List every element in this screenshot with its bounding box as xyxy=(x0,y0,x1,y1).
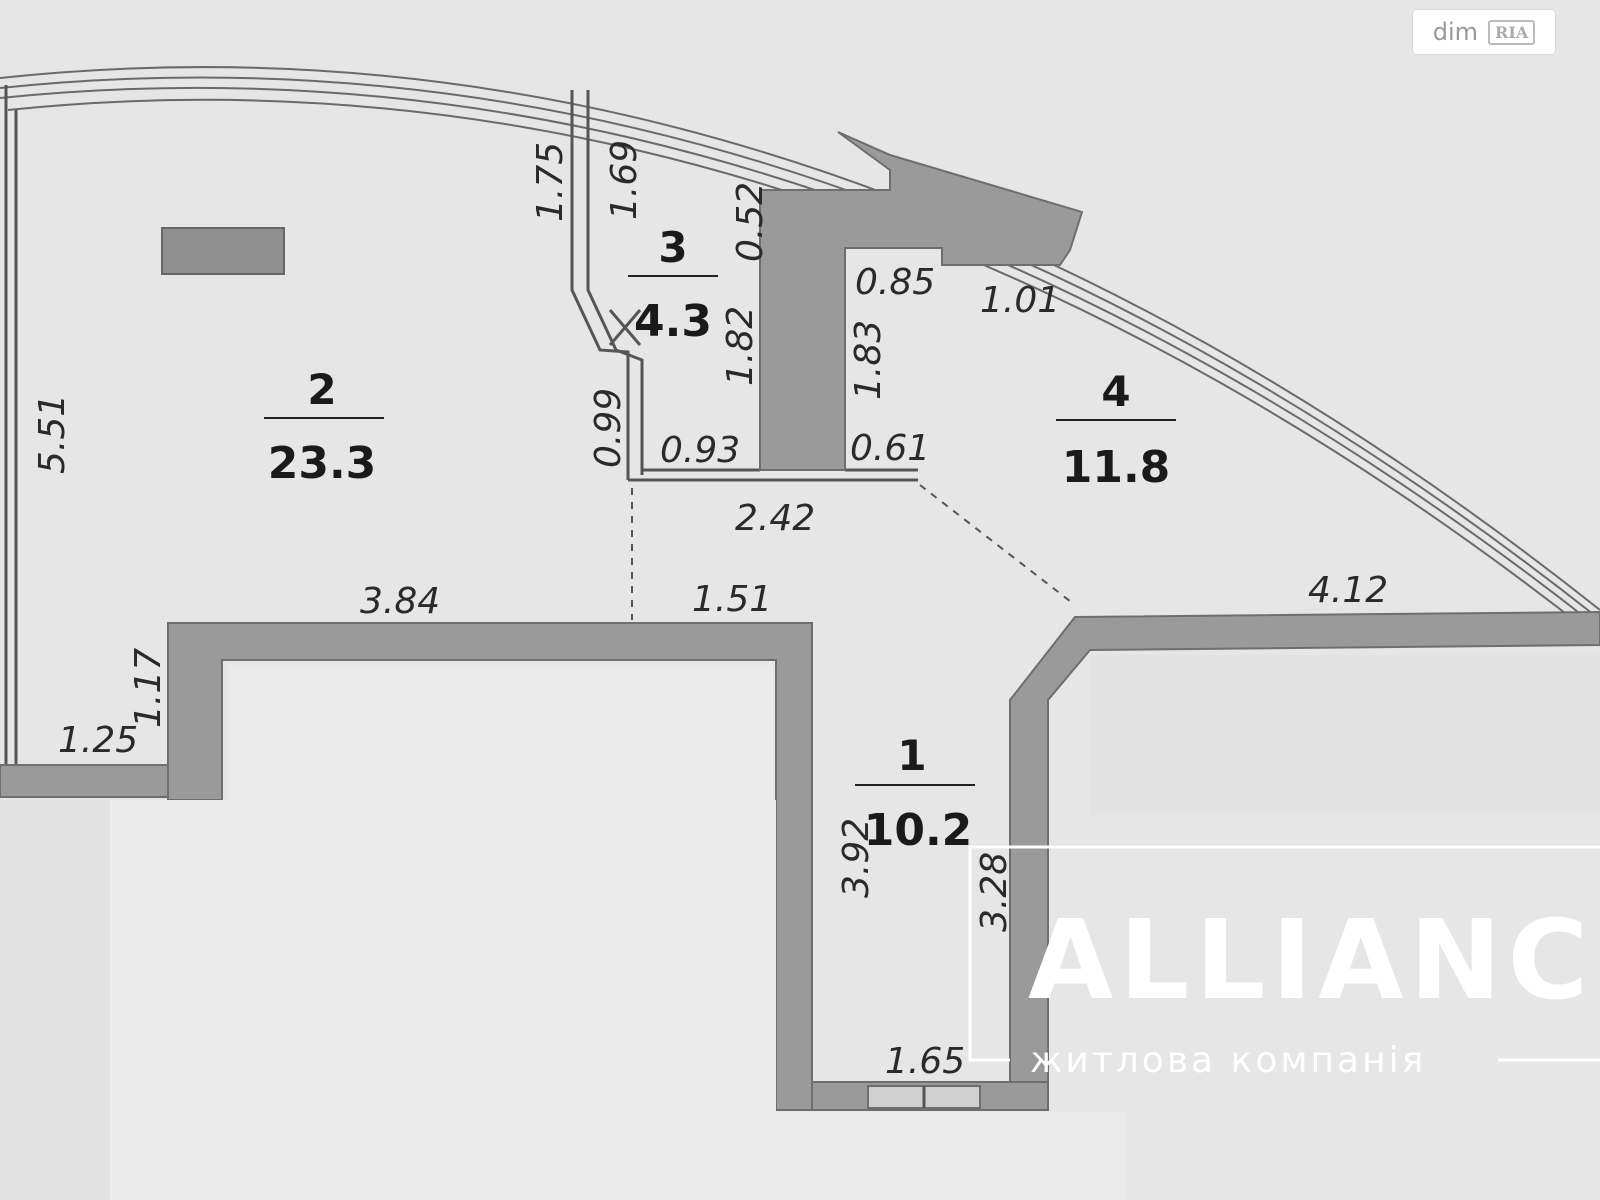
dim-0-52: 0.52 xyxy=(730,182,771,262)
svg-text:11.8: 11.8 xyxy=(1062,442,1171,493)
badge-site-text: dim xyxy=(1432,18,1479,46)
svg-text:4.3: 4.3 xyxy=(634,296,712,347)
dim-0-85: 0.85 xyxy=(855,262,935,303)
appliance-rect xyxy=(161,227,285,275)
svg-text:1: 1 xyxy=(897,731,926,780)
masked-area xyxy=(0,655,1600,1200)
shaft-column xyxy=(759,131,1084,471)
svg-text:3: 3 xyxy=(658,223,687,272)
dim-1-75: 1.75 xyxy=(530,142,571,222)
svg-text:ALLIANC: ALLIANC xyxy=(1028,896,1594,1024)
dim-3-84: 3.84 xyxy=(360,581,440,622)
svg-text:4: 4 xyxy=(1101,367,1130,416)
room-3-label: 3 4.3 xyxy=(628,223,718,347)
svg-text:житлова компанія: житлова компанія xyxy=(1030,1040,1426,1081)
dim-2-42: 2.42 xyxy=(735,498,815,539)
room-4-label: 4 11.8 xyxy=(1056,367,1176,493)
svg-text:2: 2 xyxy=(307,365,336,414)
dim-1-25: 1.25 xyxy=(58,720,138,761)
dim-ria-badge[interactable]: dim RIA xyxy=(1413,10,1555,54)
dim-0-99: 0.99 xyxy=(588,388,629,468)
corridor-bottom-wall xyxy=(811,1081,1049,1111)
svg-text:23.3: 23.3 xyxy=(268,438,377,489)
bathroom-partition xyxy=(570,90,918,482)
dim-1-51: 1.51 xyxy=(692,579,772,620)
dim-5-51: 5.51 xyxy=(32,394,73,474)
dim-3-28: 3.28 xyxy=(974,852,1015,932)
dim-1-17: 1.17 xyxy=(128,648,169,728)
dim-1-01: 1.01 xyxy=(980,280,1060,321)
ria-logo-icon: RIA xyxy=(1488,19,1536,45)
dimension-labels: 1.75 1.69 0.52 5.51 1.82 1.83 0.99 1.17 … xyxy=(32,140,1388,1082)
dashed-boundary-right xyxy=(919,484,1076,606)
left-wall xyxy=(4,85,18,765)
alliance-watermark: ALLIANC житлова компанія xyxy=(968,845,1600,1081)
dim-3-92: 3.92 xyxy=(836,818,877,898)
dim-1-65: 1.65 xyxy=(885,1041,965,1082)
dim-1-69: 1.69 xyxy=(604,140,645,220)
lower-left-wall xyxy=(0,764,173,798)
room-1-label: 1 10.2 xyxy=(855,731,975,856)
dim-4-12: 4.12 xyxy=(1308,570,1388,611)
dim-1-82: 1.82 xyxy=(720,306,761,386)
dim-0-93: 0.93 xyxy=(660,430,740,471)
dim-1-83: 1.83 xyxy=(848,320,889,400)
room-2-label: 2 23.3 xyxy=(264,365,384,489)
dim-0-61: 0.61 xyxy=(850,428,930,469)
svg-text:10.2: 10.2 xyxy=(864,805,973,856)
